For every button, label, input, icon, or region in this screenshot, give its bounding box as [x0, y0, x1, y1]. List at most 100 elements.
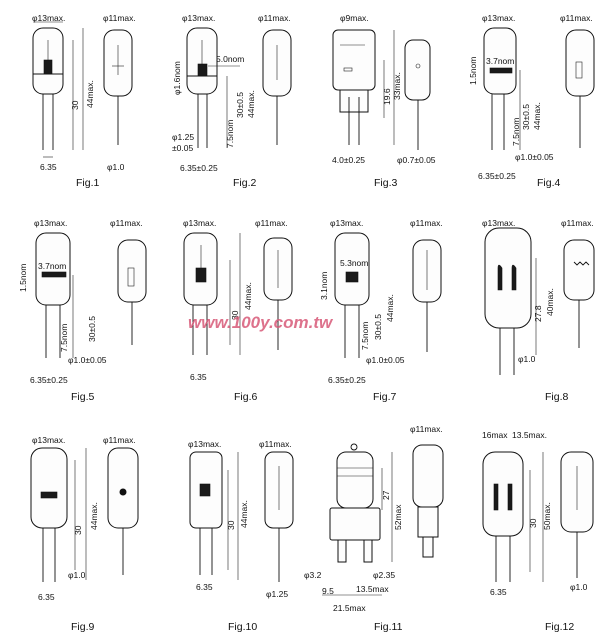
figure-9-label-5: 6.35	[38, 592, 55, 602]
figure-7-label-0: φ13max.	[330, 218, 363, 228]
figure-4-label-3: 1.5nom	[468, 57, 478, 85]
figure-4-label-0: φ13max.	[482, 13, 515, 23]
figure-2-label-4: 30±0.5	[235, 92, 245, 118]
figure-11-caption: Fig.11	[374, 621, 403, 633]
figure-1-label-3: 44max.	[85, 80, 95, 108]
figure-11-label-6: 13.5max	[356, 584, 389, 594]
figure-1-caption: Fig.1	[76, 177, 100, 189]
figure-7-label-8: 6.35±0.25	[328, 375, 366, 385]
figure-10-label-2: 30	[226, 520, 236, 530]
figure-9: φ13max. φ11max. 30 44max. φ1.0 6.35 Fig.…	[30, 435, 139, 633]
figure-9-label-1: φ11max.	[103, 435, 136, 445]
figure-4-label-5: 30±0.5	[521, 104, 531, 130]
figure-5-label-1: φ11max.	[110, 218, 143, 228]
figure-10: φ13max. φ11max. 30 44max. 6.35 φ1.25 Fig…	[188, 439, 294, 633]
figure-12-label-2: 30	[528, 518, 538, 528]
figure-2: φ13max. φ11max. φ1.6nom 5.0nom 30±0.5 44…	[172, 13, 292, 189]
figure-12-label-4: 6.35	[490, 587, 507, 597]
figure-7-caption: Fig.7	[373, 391, 397, 403]
watermark-text: www.100y.com.tw	[188, 313, 334, 332]
figure-9-caption: Fig.9	[71, 621, 95, 633]
figure-6-label-1: φ11max.	[255, 218, 288, 228]
figure-11-label-0: φ11max.	[410, 424, 443, 434]
figure-3-label-2: 33max.	[392, 72, 402, 100]
figure-6-label-4: 6.35	[190, 372, 207, 382]
figure-7-label-1: φ11max.	[410, 218, 443, 228]
figure-4-label-1: φ11max.	[560, 13, 593, 23]
figure-7: φ13max. φ11max. 5.3nom 3.1nom 7.5nom 30±…	[319, 218, 443, 403]
figure-3: φ9max. 19.6 33max. 4.0±0.25 φ0.7±0.05 Fi…	[332, 13, 436, 189]
figure-8-caption: Fig.8	[545, 391, 569, 403]
figure-4-label-7: φ1.0±0.05	[515, 152, 554, 162]
figure-2-label-7: φ1.25	[172, 132, 194, 142]
figure-10-label-5: φ1.25	[266, 589, 288, 599]
figure-11-label-7: 21.5max	[333, 603, 366, 613]
figure-5-label-6: φ1.0±0.05	[68, 355, 107, 365]
figure-11-label-2: 52max	[393, 504, 403, 530]
figure-7-label-5: 30±0.5	[373, 314, 383, 340]
figure-3-label-1: 19.6	[382, 88, 392, 105]
figure-3-caption: Fig.3	[374, 177, 398, 189]
figure-1-label-4: 6.35	[40, 162, 57, 172]
figure-7-label-4: 7.5nom	[360, 322, 370, 350]
figure-3-label-0: φ9max.	[340, 13, 369, 23]
figure-8-label-2: 27.8	[533, 305, 543, 322]
figure-8-label-4: φ1.0	[518, 354, 536, 364]
figure-6-label-3: 44max.	[243, 282, 253, 310]
figure-4-label-2: 3.7nom	[486, 56, 514, 66]
figure-10-label-4: 6.35	[196, 582, 213, 592]
figure-12-label-3: 50max.	[542, 502, 552, 530]
figure-5-label-0: φ13max.	[34, 218, 67, 228]
figure-8-label-1: φ11max.	[561, 218, 594, 228]
figure-5-caption: Fig.5	[71, 391, 95, 403]
figure-6-caption: Fig.6	[234, 391, 258, 403]
figure-9-label-4: φ1.0	[68, 570, 86, 580]
figure-4-label-6: 44max.	[532, 102, 542, 130]
figure-12-label-1: 13.5max.	[512, 430, 547, 440]
figure-12-label-0: 16max	[482, 430, 508, 440]
figure-1-label-0: φ13max.	[32, 13, 65, 23]
figure-4-label-4: 7.5nom	[511, 118, 521, 146]
figure-1-label-2: 30	[70, 100, 80, 110]
figure-11-label-1: 27	[381, 490, 391, 500]
figure-6-label-0: φ13max.	[183, 218, 216, 228]
figure-6-label-2: 30	[230, 310, 240, 320]
figure-4-label-8: 6.35±0.25	[478, 171, 516, 181]
figure-5: φ13max. φ11max. 3.7nom 1.5nom 7.5nom 30±…	[18, 218, 147, 403]
figure-10-label-3: 44max.	[239, 500, 249, 528]
figure-10-label-0: φ13max.	[188, 439, 221, 449]
figure-2-label-2: φ1.6nom	[172, 61, 182, 95]
figure-2-caption: Fig.2	[233, 177, 257, 189]
figure-3-label-3: 4.0±0.25	[332, 155, 365, 165]
figure-5-label-7: 6.35±0.25	[30, 375, 68, 385]
figure-5-label-5: 30±0.5	[87, 316, 97, 342]
figure-9-label-2: 30	[73, 525, 83, 535]
figure-2-label-9: 6.35±0.25	[180, 163, 218, 173]
figure-2-label-0: φ13max.	[182, 13, 215, 23]
figure-9-label-0: φ13max.	[32, 435, 65, 445]
figure-4-caption: Fig.4	[537, 177, 561, 189]
figure-1: φ13max. φ11max. 30 44max. 6.35 φ1.0 Fig.…	[32, 13, 136, 189]
figure-1-label-5: φ1.0	[107, 162, 125, 172]
figure-11-label-5: 9.5	[322, 586, 334, 596]
figure-7-label-6: 44max.	[385, 294, 395, 322]
figure-4: φ13max. φ11max. 3.7nom 1.5nom 7.5nom 30±…	[468, 13, 595, 189]
figure-8-label-3: 40max.	[545, 288, 555, 316]
figure-2-label-3: 5.0nom	[216, 54, 244, 64]
figure-8-label-0: φ13max.	[482, 218, 515, 228]
figure-2-label-8: ±0.05	[172, 143, 193, 153]
figure-8: φ13max. φ11max. 27.8 40max. φ1.0 Fig.8	[482, 218, 595, 403]
figure-5-label-3: 1.5nom	[18, 264, 28, 292]
figure-2-label-6: 7.5nom	[225, 120, 235, 148]
figure-9-label-3: 44max.	[89, 502, 99, 530]
figure-7-label-7: φ1.0±0.05	[366, 355, 405, 365]
figure-12: 16max 13.5max. 30 50max. 6.35 φ1.0 Fig.1…	[482, 430, 594, 633]
figure-11-label-3: φ3.2	[304, 570, 322, 580]
figure-2-label-5: 44max.	[246, 90, 256, 118]
figure-2-label-1: φ11max.	[258, 13, 291, 23]
figure-5-label-4: 7.5nom	[59, 324, 69, 352]
figure-7-label-3: 3.1nom	[319, 272, 329, 300]
figure-6: φ13max. φ11max. 30 44max. 6.35 Fig.6	[183, 218, 293, 403]
figure-10-label-1: φ11max.	[259, 439, 292, 449]
